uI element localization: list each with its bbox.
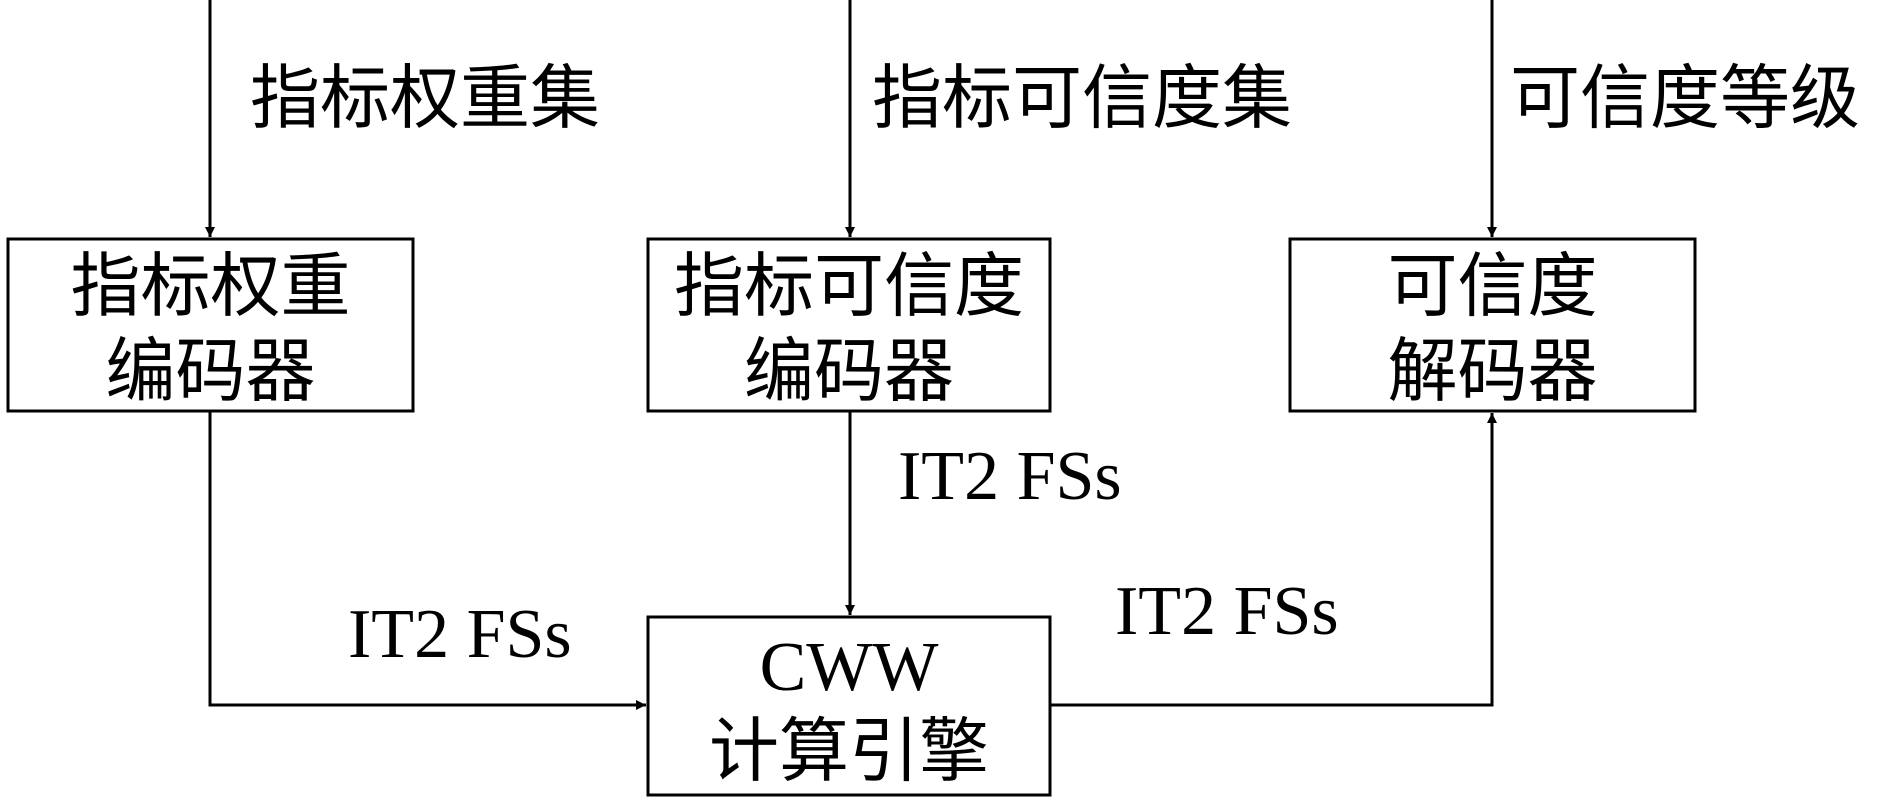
weight-to-engine-arrow [208, 411, 646, 710]
credibility-to-engine-label: IT2 FSs [898, 438, 1122, 515]
cww-engine-line1: CWW [759, 629, 939, 706]
weight-to-engine-label: IT2 FSs [348, 596, 572, 673]
engine-to-decoder-label: IT2 FSs [1115, 573, 1339, 650]
credibility-encoder-line2: 编码器 [744, 334, 954, 411]
weight-encoder-line2: 编码器 [105, 334, 316, 411]
credibility-levels-label: 可信度等级 [1510, 61, 1860, 138]
weight-set-label: 指标权重集 [250, 61, 600, 138]
cww-engine-line2: 计算引擎 [709, 714, 989, 791]
weight-encoder-line1: 指标权重 [70, 249, 351, 326]
credibility-set-label: 指标可信度集 [872, 61, 1292, 138]
engine-to-decoder-arrow [1050, 413, 1497, 707]
credibility-decoder-line1: 可信度 [1387, 249, 1598, 326]
credibility-decoder-line2: 解码器 [1387, 334, 1598, 411]
credibility-encoder-line1: 指标可信度 [674, 249, 1024, 326]
credibility-decoder-box [1288, 237, 1697, 413]
